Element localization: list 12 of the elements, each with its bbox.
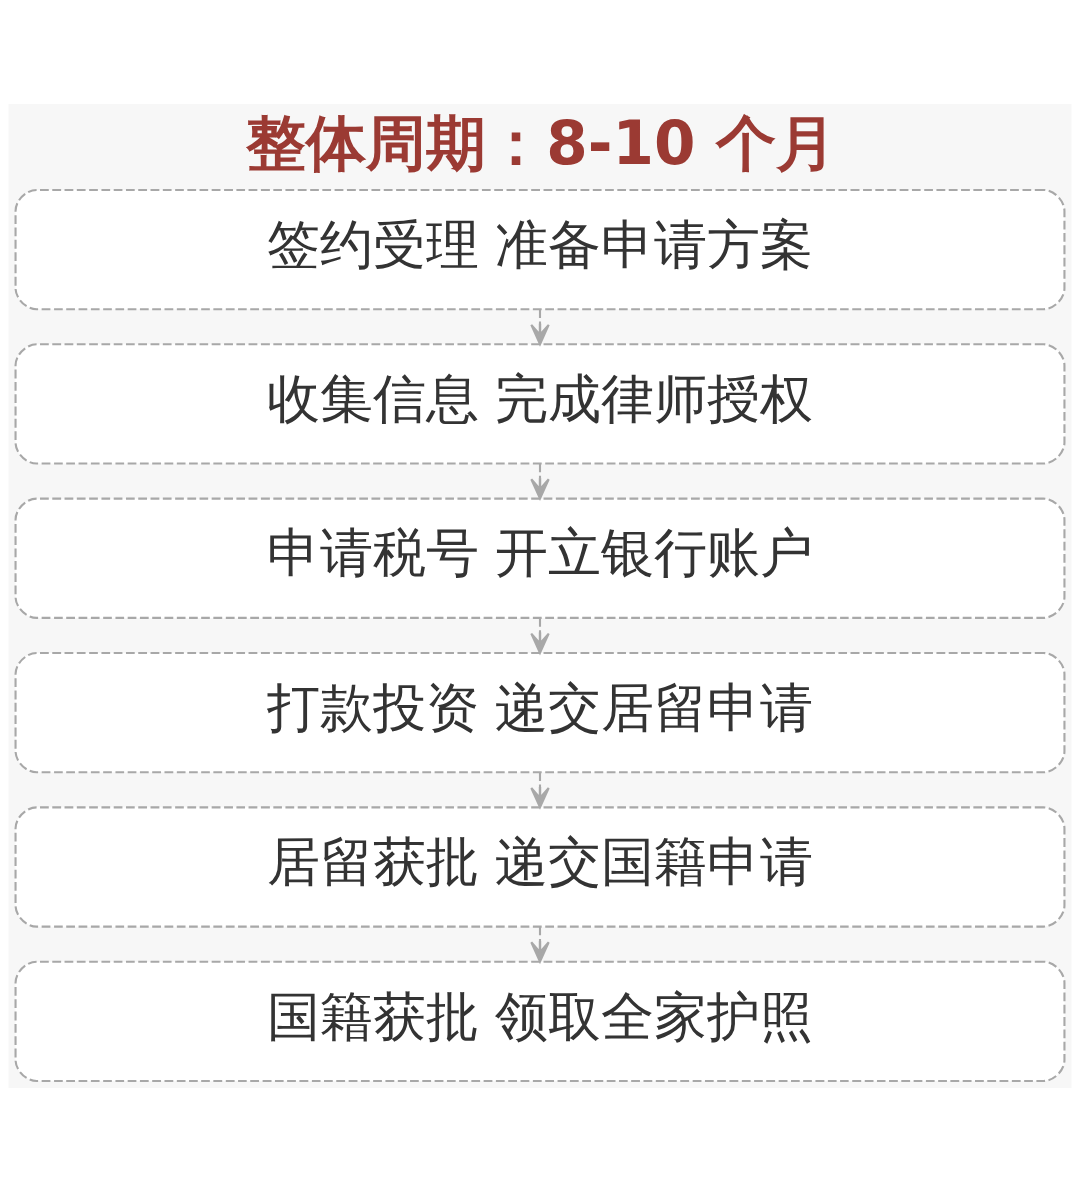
node-box: 收集信息 完成律师授权 xyxy=(14,343,1066,465)
node-box: 居留获批 递交国籍申请 xyxy=(14,806,1066,928)
node-box: 打款投资 递交居留申请 xyxy=(14,651,1066,774)
arrow xyxy=(530,617,550,654)
node-box: 申请税号 开立银行账户 xyxy=(14,497,1066,619)
arrow xyxy=(530,772,550,809)
arrow xyxy=(530,463,550,500)
node-box: 签约受理 准备申请方案 xyxy=(14,188,1066,311)
node-box: 国籍获批 领取全家护照 xyxy=(14,960,1066,1083)
diagram-title: 整体周期：8-10 个月 xyxy=(246,108,837,178)
arrow xyxy=(530,309,550,346)
arrow xyxy=(530,926,550,963)
